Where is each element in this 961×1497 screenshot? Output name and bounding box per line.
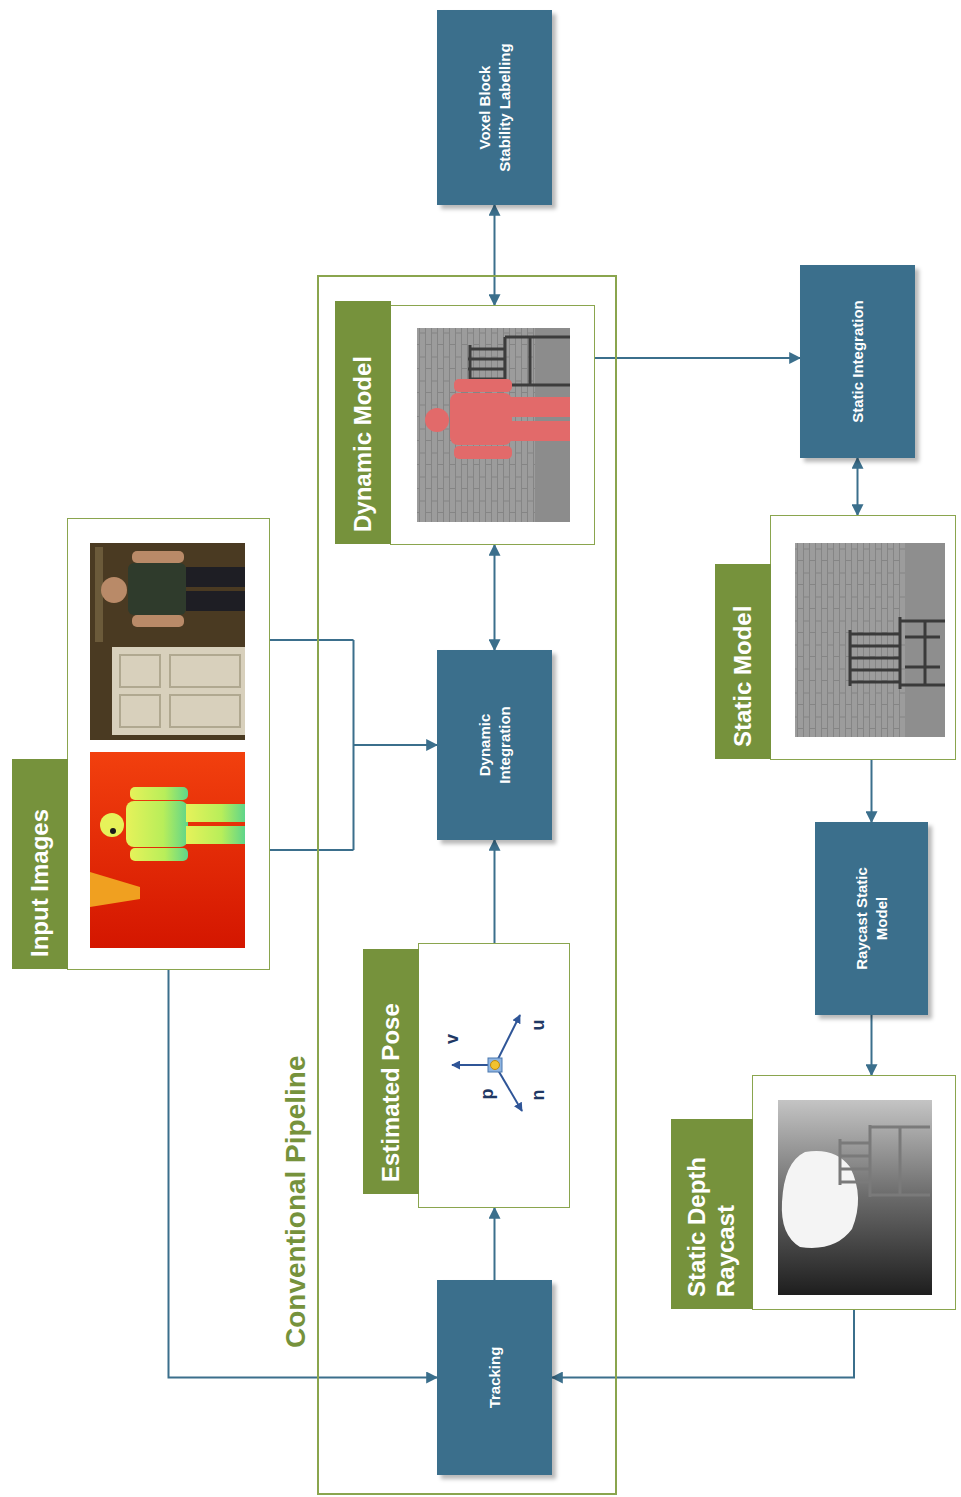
tab-label: Static Depth Raycast <box>683 1131 741 1297</box>
dynamic-model-render <box>417 328 570 522</box>
box-label: Dynamic Integration <box>475 695 514 795</box>
flow-arrow <box>595 357 800 359</box>
group-label: Conventional Pipeline <box>279 1056 313 1348</box>
flow-arrow <box>270 640 437 850</box>
tab-label: Static Model <box>729 606 758 747</box>
axis-label: n <box>528 1090 548 1101</box>
process-box: Voxel Block Stability Labelling <box>437 10 552 205</box>
axis-label: v <box>442 1034 462 1044</box>
axis-label: p <box>477 1089 497 1100</box>
heading-tab: Estimated Pose <box>363 949 419 1194</box>
image-panel: Input Images <box>67 518 270 970</box>
process-box: Dynamic Integration <box>437 650 552 840</box>
flow-arrow <box>494 1208 496 1280</box>
box-label: Raycast Static Model <box>852 861 891 976</box>
flow-arrow <box>857 458 859 515</box>
flow-arrow <box>169 970 438 1378</box>
image-panel: Dynamic Model <box>390 305 595 545</box>
flow-arrow <box>552 1310 854 1378</box>
pose-axes <box>452 1015 522 1111</box>
box-label: Tracking <box>485 1347 505 1409</box>
pipeline-group: Conventional PipelineTrackingEstimated P… <box>317 275 617 1495</box>
tab-label: Input Images <box>26 809 55 957</box>
depth-raycast-render <box>778 1100 932 1295</box>
flow-arrow <box>494 205 496 305</box>
flow-arrow <box>494 840 496 943</box>
axis-label-holder: u <box>529 1020 548 1031</box>
box-label: Voxel Block Stability Labelling <box>475 35 514 180</box>
depth-image <box>90 752 245 948</box>
heading-tab: Static Depth Raycast <box>671 1119 753 1309</box>
process-box: Tracking <box>437 1280 552 1475</box>
tab-label: Dynamic Model <box>349 356 378 532</box>
image-panel: Static Depth Raycast <box>752 1075 956 1310</box>
flow-arrow <box>871 760 873 822</box>
color-image <box>90 543 245 740</box>
tab-label: Estimated Pose <box>377 1003 406 1182</box>
process-box: Raycast Static Model <box>815 822 928 1015</box>
axis-label-holder: p <box>478 1089 497 1100</box>
static-model-render <box>795 543 945 737</box>
group-heading: Conventional Pipeline <box>279 1056 319 1348</box>
axis-label: u <box>528 1020 548 1031</box>
axis-label-holder: n <box>529 1090 548 1101</box>
image-panel: Static Model <box>770 515 956 760</box>
flow-arrow <box>871 1015 873 1075</box>
process-box: Static Integration <box>800 265 915 458</box>
heading-tab: Dynamic Model <box>335 301 391 544</box>
axis-label-holder: v <box>443 1034 462 1044</box>
box-label: Static Integration <box>848 300 868 423</box>
heading-tab: Static Model <box>715 564 771 759</box>
image-panel: Estimated Pose <box>418 943 570 1208</box>
flow-arrow <box>494 545 496 650</box>
heading-tab: Input Images <box>12 759 68 969</box>
